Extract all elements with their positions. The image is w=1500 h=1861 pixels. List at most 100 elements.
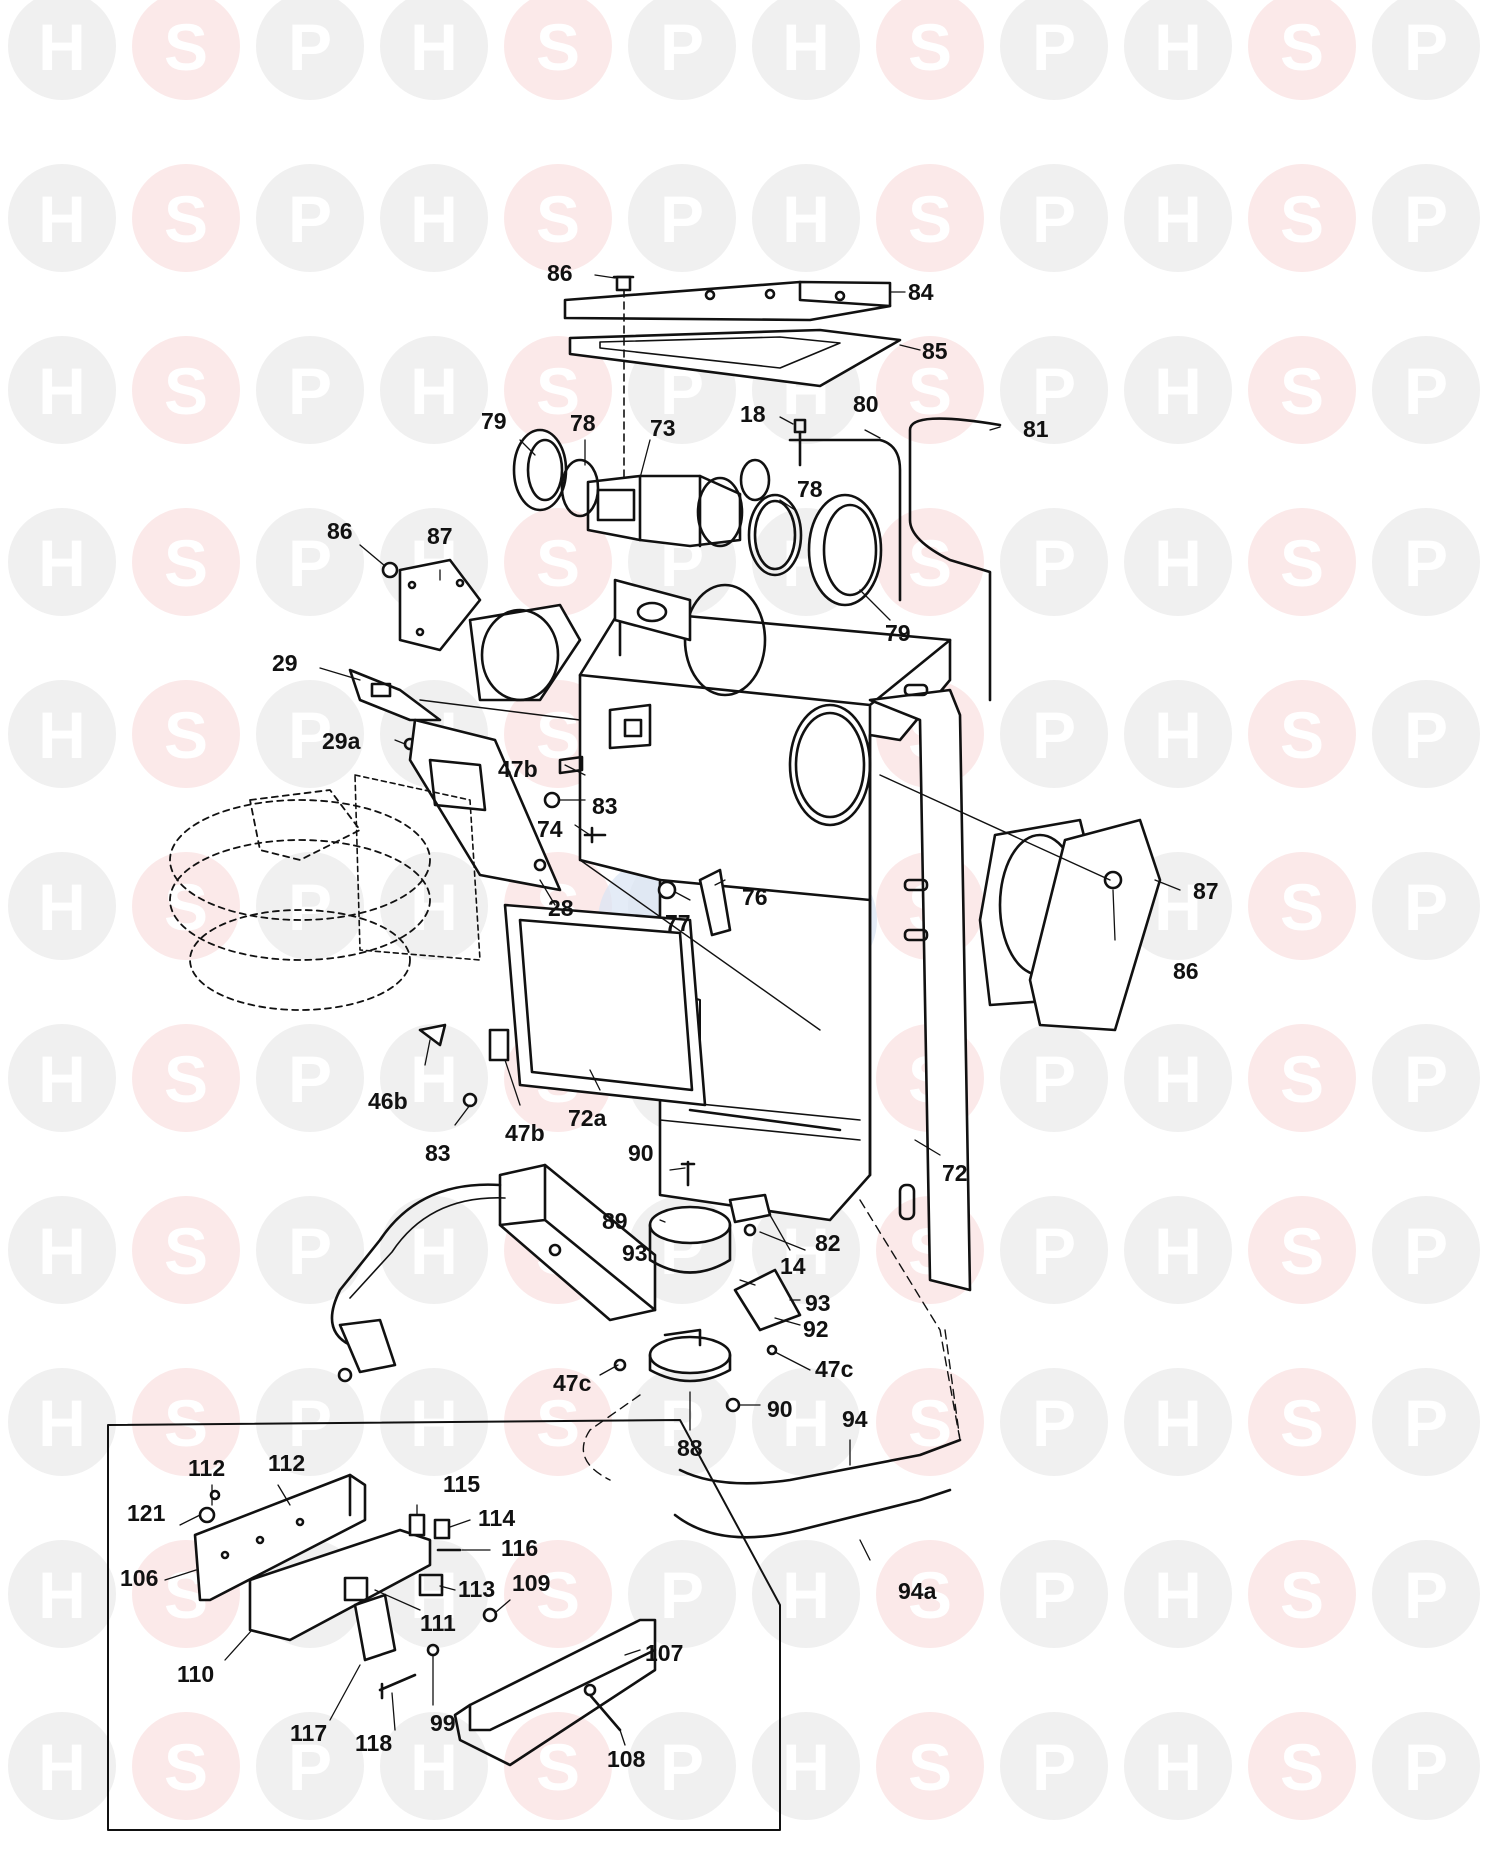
watermark-circle bbox=[1124, 1540, 1232, 1648]
watermark-circle bbox=[1248, 680, 1356, 788]
label-85: 85 bbox=[922, 338, 948, 364]
ring-78-right bbox=[747, 493, 803, 577]
watermark-circle bbox=[1372, 1368, 1480, 1476]
screw-90-bottom bbox=[725, 1397, 741, 1413]
watermark-letter: S bbox=[1280, 870, 1324, 944]
watermark-letter: P bbox=[1032, 1214, 1076, 1288]
screw-86-left bbox=[381, 561, 399, 579]
watermark-letter: P bbox=[288, 698, 332, 772]
watermark-circle bbox=[876, 1368, 984, 1476]
watermark-circle bbox=[1000, 1540, 1108, 1648]
watermark-circle bbox=[1248, 1540, 1356, 1648]
watermark-circle bbox=[1000, 0, 1108, 100]
alignment-lines bbox=[419, 699, 1111, 1031]
tube-80 bbox=[788, 438, 902, 602]
watermark-circle bbox=[1248, 336, 1356, 444]
screw-83-top bbox=[543, 791, 561, 809]
watermark-circle bbox=[876, 336, 984, 444]
watermark-letter: S bbox=[164, 1042, 208, 1116]
label-77: 77 bbox=[665, 910, 691, 936]
gasket-left bbox=[468, 603, 582, 702]
label-74: 74 bbox=[537, 816, 563, 842]
watermark-letter: S bbox=[536, 354, 580, 428]
watermark-letter: S bbox=[908, 182, 952, 256]
watermark-letter: H bbox=[38, 354, 86, 428]
label-117: 117 bbox=[290, 1720, 328, 1746]
watermark-letter: P bbox=[1404, 870, 1448, 944]
watermark-letter: P bbox=[1404, 1042, 1448, 1116]
label-29: 29 bbox=[272, 650, 298, 676]
label-79-right: 79 bbox=[885, 620, 911, 646]
watermark-letter: S bbox=[536, 10, 580, 84]
watermark-circle bbox=[1372, 852, 1480, 960]
watermark-letter: P bbox=[660, 1730, 704, 1804]
cover-107 bbox=[453, 1618, 657, 1767]
label-113: 113 bbox=[458, 1576, 496, 1602]
watermark-circle bbox=[1000, 164, 1108, 272]
watermark-circle bbox=[380, 1196, 488, 1304]
screw-90-top bbox=[680, 1160, 696, 1187]
watermark-letter: S bbox=[536, 1558, 580, 1632]
watermark-circle bbox=[504, 1712, 612, 1820]
watermark-letter: S bbox=[164, 698, 208, 772]
watermark-letter: S bbox=[1280, 182, 1324, 256]
watermark-letter: H bbox=[1154, 1730, 1202, 1804]
watermark-letter: S bbox=[908, 526, 952, 600]
watermark-letter: P bbox=[1032, 182, 1076, 256]
screw-47c-right bbox=[766, 1344, 778, 1356]
watermark-circle bbox=[132, 336, 240, 444]
label-47c-left: 47c bbox=[553, 1370, 592, 1396]
screw-77 bbox=[657, 880, 677, 900]
watermark-letter: H bbox=[410, 870, 458, 944]
label-79-left: 79 bbox=[481, 408, 507, 434]
watermark-circle bbox=[1000, 508, 1108, 616]
watermark-letter: H bbox=[782, 1214, 830, 1288]
watermark-circle bbox=[380, 336, 488, 444]
watermark-letter: H bbox=[1154, 1042, 1202, 1116]
screw-83-bottom bbox=[462, 1092, 478, 1108]
watermark-letter: P bbox=[1404, 354, 1448, 428]
watermark-circle bbox=[1248, 1024, 1356, 1132]
watermark-circle bbox=[8, 1368, 116, 1476]
label-88: 88 bbox=[677, 1435, 703, 1461]
watermark-letter: S bbox=[164, 1730, 208, 1804]
label-81: 81 bbox=[1023, 416, 1049, 442]
watermark-circle bbox=[132, 1712, 240, 1820]
watermark-letter: H bbox=[1154, 10, 1202, 84]
label-29a: 29a bbox=[322, 728, 361, 754]
watermark-circle bbox=[8, 680, 116, 788]
pressure-switch-89 bbox=[648, 1205, 732, 1274]
watermark-letter: P bbox=[288, 182, 332, 256]
watermark-circle bbox=[1372, 1540, 1480, 1648]
screw-121 bbox=[198, 1506, 216, 1524]
power-cable-inner bbox=[349, 1197, 506, 1299]
label-78-right: 78 bbox=[797, 476, 823, 502]
watermark-letter: S bbox=[536, 698, 580, 772]
watermark-circle bbox=[8, 336, 116, 444]
watermark-circle bbox=[1000, 1368, 1108, 1476]
watermark-letter: S bbox=[536, 182, 580, 256]
screw-86-top bbox=[612, 275, 635, 292]
watermark-letter: S bbox=[536, 1386, 580, 1460]
watermark-letter: S bbox=[1280, 1214, 1324, 1288]
watermark-letter: H bbox=[38, 870, 86, 944]
label-89: 89 bbox=[602, 1208, 628, 1234]
watermark-letter: P bbox=[1032, 10, 1076, 84]
label-87-left: 87 bbox=[427, 523, 453, 549]
tube-94a bbox=[673, 1488, 952, 1539]
watermark-letter: H bbox=[1154, 698, 1202, 772]
watermark-circle bbox=[876, 0, 984, 100]
clip-47b-top bbox=[558, 755, 584, 775]
watermark-circle bbox=[380, 1024, 488, 1132]
watermark-circle bbox=[876, 164, 984, 272]
watermark-circle bbox=[256, 680, 364, 788]
watermark-letter: P bbox=[288, 354, 332, 428]
watermark-letter: H bbox=[1154, 1214, 1202, 1288]
watermark-circle bbox=[1124, 1368, 1232, 1476]
watermark-letter: S bbox=[1280, 1042, 1324, 1116]
label-87-right: 87 bbox=[1193, 878, 1219, 904]
clip-47b-bottom bbox=[488, 1028, 510, 1062]
label-110: 110 bbox=[177, 1661, 215, 1687]
watermark-letter: H bbox=[1154, 182, 1202, 256]
